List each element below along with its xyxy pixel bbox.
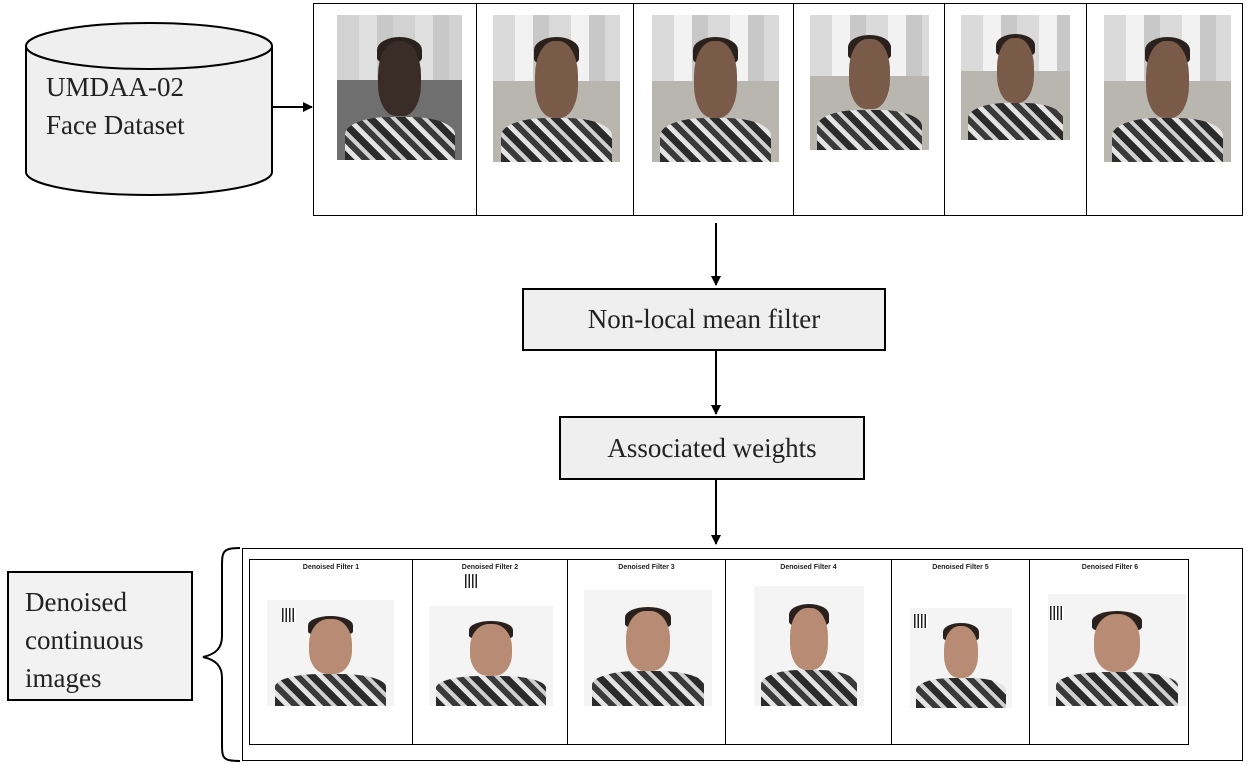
input-image-cell [1087, 4, 1238, 215]
input-image-cell [320, 4, 477, 215]
barcode-icon [282, 608, 296, 622]
denoised-face-photo [754, 586, 864, 706]
face-photo [337, 15, 462, 160]
output-label-line3: images [25, 663, 102, 693]
output-label-line1: Denoised [25, 587, 127, 617]
input-image-cell [477, 4, 634, 215]
denoised-face-photo [1048, 594, 1186, 706]
input-image-cell [945, 4, 1087, 215]
denoised-title: Denoised Filter 2 [461, 564, 519, 571]
barcode-icon [914, 614, 928, 628]
barcode-icon [465, 574, 479, 588]
denoised-output-label-box: Denoised continuous images [7, 571, 193, 701]
denoised-title: Denoised Filter 3 [618, 564, 675, 571]
input-image-cell [794, 4, 945, 215]
associated-weights-label: Associated weights [607, 432, 817, 463]
face-photo [493, 15, 620, 162]
associated-weights-box: Associated weights [559, 416, 865, 480]
face-photo [1104, 15, 1231, 162]
dataset-label-line1: UMDAA-02 [46, 72, 184, 102]
input-images-strip [313, 3, 1243, 216]
denoised-image-cell: Denoised Filter 3 [568, 560, 726, 744]
barcode-icon [1050, 606, 1064, 620]
output-brace [202, 547, 241, 762]
denoised-title: Denoised Filter 4 [780, 564, 837, 571]
dataset-label: UMDAA-02 Face Dataset [46, 68, 246, 144]
denoised-title: Denoised Filter 5 [932, 564, 989, 571]
denoised-title: Denoised Filter 1 [302, 564, 360, 571]
denoised-face-photo [584, 590, 712, 706]
denoised-image-cell: Denoised Filter 1 [250, 560, 413, 744]
denoised-image-cell: Denoised Filter 6 [1030, 560, 1190, 744]
denoised-inner-frame: Denoised Filter 1 Denoised Filter 2 Deno… [249, 559, 1189, 745]
denoised-image-cell: Denoised Filter 2 [413, 560, 568, 744]
dataset-cylinder [25, 22, 273, 196]
nonlocal-mean-filter-box: Non-local mean filter [522, 288, 886, 351]
denoised-images-strip: Denoised Filter 1 Denoised Filter 2 Deno… [242, 548, 1243, 761]
face-photo [961, 15, 1070, 140]
denoised-title: Denoised Filter 6 [1081, 564, 1139, 571]
nonlocal-mean-filter-label: Non-local mean filter [587, 304, 821, 334]
output-label-line2: continuous [25, 625, 144, 655]
dataset-label-line2: Face Dataset [46, 110, 185, 140]
input-image-cell [634, 4, 794, 215]
denoised-face-photo [429, 606, 553, 706]
face-photo [810, 15, 929, 150]
denoised-image-cell: Denoised Filter 5 [892, 560, 1030, 744]
denoised-image-cell: Denoised Filter 4 [726, 560, 892, 744]
face-photo [652, 15, 779, 162]
